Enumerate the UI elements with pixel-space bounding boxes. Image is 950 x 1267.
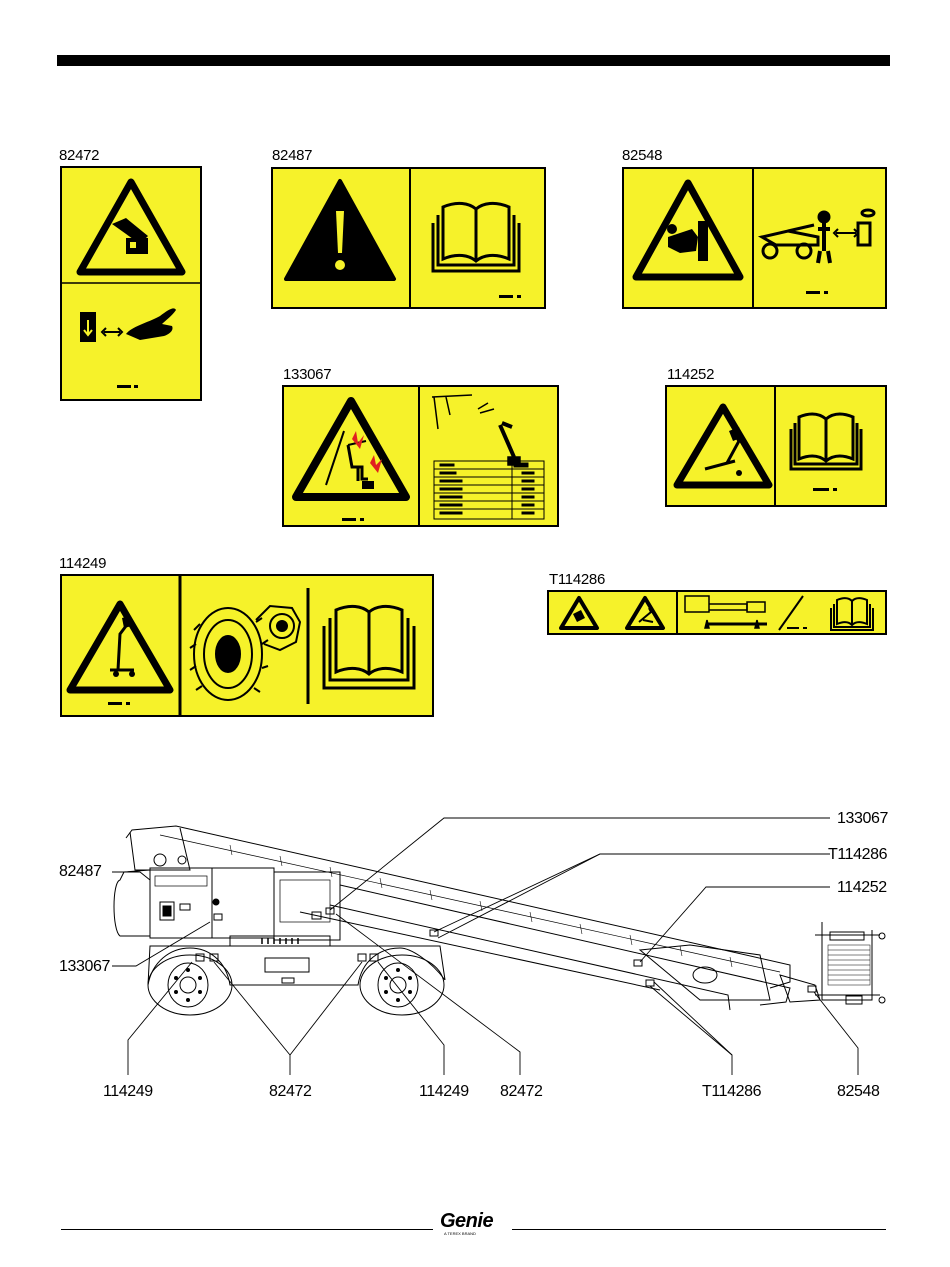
decal-133067 [282,385,559,527]
callout-82472-left: 82472 [269,1084,312,1100]
callout-133067: 133067 [837,811,888,827]
decal-label-82548: 82548 [622,148,662,163]
callout-114252: 114252 [837,880,887,896]
callout-114249-right: 114249 [419,1084,469,1100]
decal-82548 [622,167,887,309]
callout-82472-right: 82472 [500,1084,543,1100]
callout-82487: 82487 [59,864,102,880]
callout-133067-left: 133067 [59,959,110,975]
decal-82472 [60,166,202,401]
page-header-bar [57,55,890,66]
callout-114249-left: 114249 [103,1084,153,1100]
genie-logo: Genie A TEREX BRAND [440,1211,508,1237]
callout-82548: 82548 [837,1084,880,1100]
logo-wordmark: Genie [440,1211,493,1231]
footer-rule-left [61,1229,433,1230]
decal-label-T114286: T114286 [549,572,605,587]
decal-label-82472: 82472 [59,148,99,163]
decal-label-114252: 114252 [667,367,714,382]
decal-T114286 [547,590,887,635]
callout-T114286-bottom: T114286 [702,1084,761,1100]
decal-label-82487: 82487 [272,148,312,163]
decal-82487 [271,167,546,309]
decal-label-114249: 114249 [59,556,106,571]
decal-114249 [60,574,434,717]
logo-tagline: A TEREX BRAND [444,1231,476,1236]
callout-T114286-top: T114286 [828,847,887,863]
decal-label-133067: 133067 [283,367,331,382]
footer-rule-right [512,1229,886,1230]
decal-114252 [665,385,887,507]
